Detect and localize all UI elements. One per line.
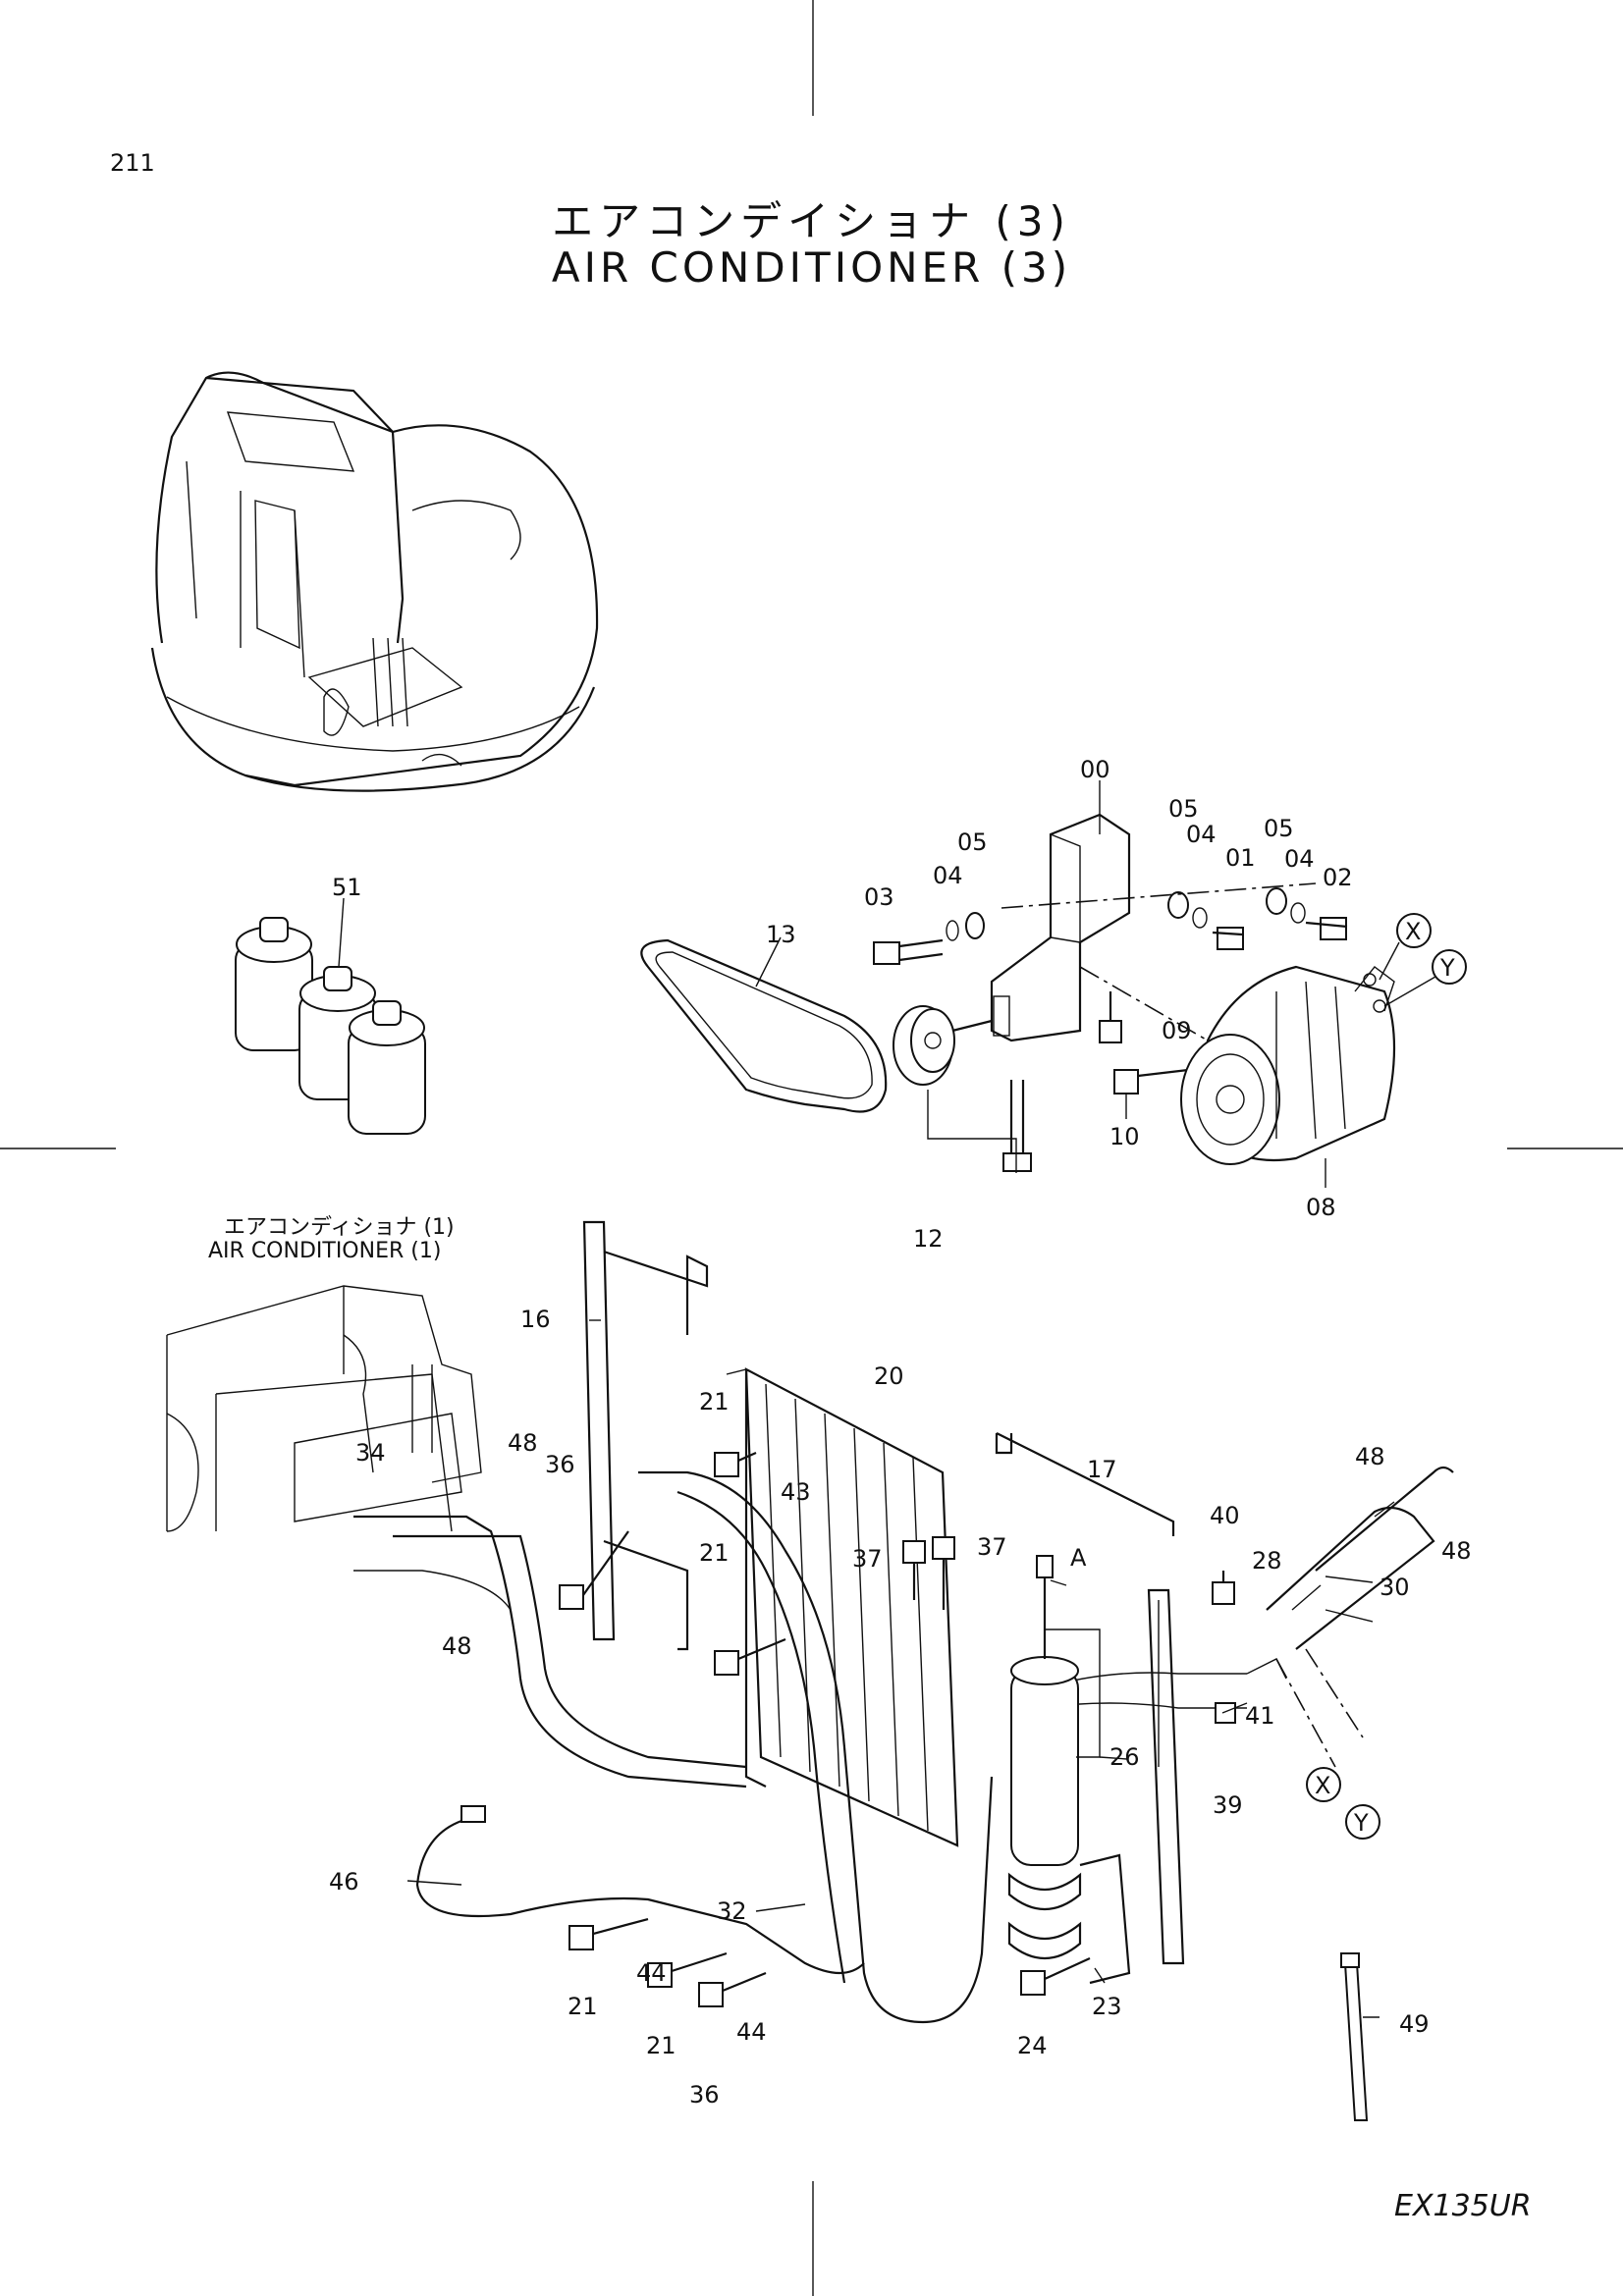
callout-05: 05 <box>957 828 988 856</box>
marker-x: X <box>1315 1772 1330 1799</box>
connection-markers <box>1275 913 1467 1840</box>
drive-belt <box>640 936 888 1113</box>
marker-y: Y <box>1353 1809 1369 1837</box>
callout-37: 37 <box>977 1533 1007 1561</box>
callout-05: 05 <box>1264 815 1294 842</box>
callout-48: 48 <box>1355 1443 1385 1470</box>
callout-36: 36 <box>545 1451 575 1478</box>
evaporator-unit <box>166 1285 482 1532</box>
callout-21: 21 <box>646 2032 676 2059</box>
callout-10: 10 <box>1109 1123 1140 1150</box>
compressor <box>1180 965 1396 1188</box>
receiver-drier <box>1007 1555 1131 1985</box>
callout-41: 41 <box>1245 1702 1275 1730</box>
callout-44: 44 <box>736 2018 767 2046</box>
callout-20: 20 <box>874 1362 904 1390</box>
callout-08: 08 <box>1306 1194 1336 1221</box>
callout-12: 12 <box>913 1225 944 1253</box>
callout-13: 13 <box>766 921 796 948</box>
callout-37: 37 <box>852 1545 883 1573</box>
callout-49: 49 <box>1399 2010 1430 2038</box>
reference-label-japanese: エアコンディショナ (1) <box>224 1215 455 1240</box>
callout-23: 23 <box>1092 1993 1122 2020</box>
callout-34: 34 <box>355 1439 386 1467</box>
callout-04: 04 <box>933 862 963 889</box>
leader-lines <box>406 1319 1395 2018</box>
wiring-harness <box>415 1805 1369 2121</box>
refrigerant-cans <box>235 897 426 1135</box>
callout-48: 48 <box>508 1429 538 1457</box>
page-title-japanese: エアコンデイショナ (3) <box>552 197 1071 245</box>
condenser-frames <box>582 1220 1185 1965</box>
callout-48: 48 <box>1441 1537 1472 1565</box>
callout-51: 51 <box>332 874 362 901</box>
excavator-overview <box>150 371 599 792</box>
callout-43: 43 <box>781 1478 811 1506</box>
model-code: EX135UR <box>1394 2189 1532 2223</box>
marker-x: X <box>1405 918 1421 945</box>
callout-21: 21 <box>699 1539 730 1567</box>
marker-y: Y <box>1439 954 1455 982</box>
page-number: 211 <box>110 149 155 177</box>
upper-fasteners <box>873 882 1348 1119</box>
lower-fasteners <box>559 1451 1236 2007</box>
callout-39: 39 <box>1213 1791 1243 1819</box>
callout-17: 17 <box>1087 1456 1117 1483</box>
callout-02: 02 <box>1323 864 1353 891</box>
callout-03: 03 <box>864 883 894 911</box>
callout-00: 00 <box>1080 756 1110 783</box>
condenser-core <box>726 1367 959 1847</box>
callout-04: 04 <box>1186 821 1217 848</box>
part-callouts: 00 01 02 03 04 04 04 05 05 05 08 09 10 1… <box>329 756 1472 2109</box>
callout-36: 36 <box>689 2081 720 2109</box>
callout-40: 40 <box>1210 1502 1240 1529</box>
marker-letters: X Y X Y A <box>1070 918 1455 1837</box>
callout-24: 24 <box>1017 2032 1048 2059</box>
callout-16: 16 <box>520 1306 551 1333</box>
callout-04: 04 <box>1284 845 1315 873</box>
callout-28: 28 <box>1252 1547 1282 1575</box>
callout-05: 05 <box>1168 795 1199 823</box>
callout-21: 21 <box>699 1388 730 1415</box>
reference-label: AIR CONDITIONER (1) <box>208 1239 442 1263</box>
bracket-assembly <box>893 780 1131 1173</box>
page-title: AIR CONDITIONER (3) <box>551 243 1072 292</box>
refrigerant-hoses <box>353 1466 1454 2024</box>
callout-09: 09 <box>1162 1017 1192 1044</box>
callout-46: 46 <box>329 1868 359 1896</box>
callout-26: 26 <box>1109 1743 1140 1771</box>
callout-30: 30 <box>1380 1574 1410 1601</box>
callout-21: 21 <box>568 1993 598 2020</box>
callout-01: 01 <box>1225 844 1256 872</box>
callout-44: 44 <box>636 1959 667 1987</box>
callout-32: 32 <box>717 1897 747 1925</box>
callout-48: 48 <box>442 1632 472 1660</box>
marker-a: A <box>1070 1544 1087 1572</box>
